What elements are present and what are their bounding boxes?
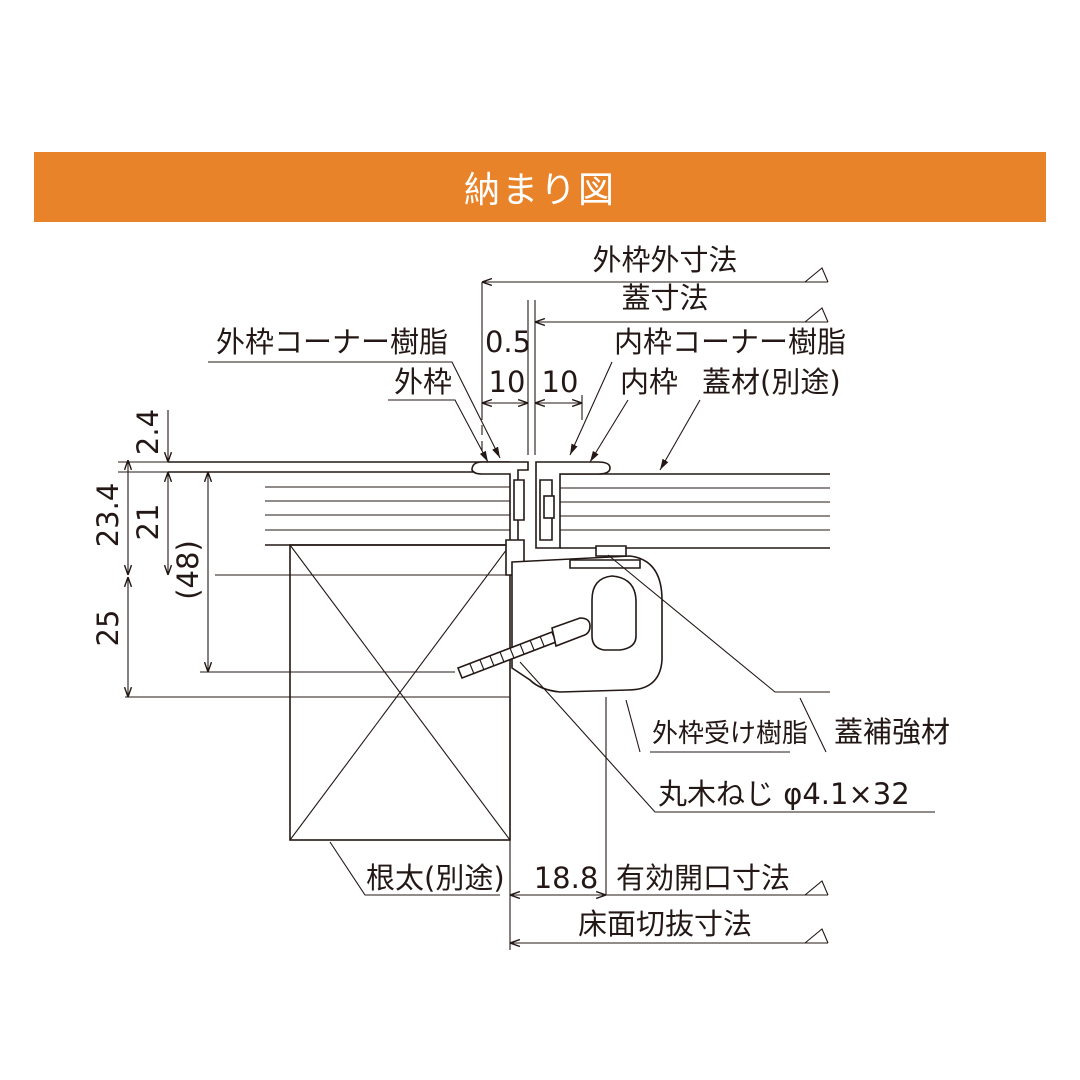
label-effective-opening-size: 有効開口寸法 xyxy=(616,861,790,895)
page-title: 納まり図 xyxy=(463,170,616,211)
dim-gap: 0.5 xyxy=(485,325,531,359)
label-outer-frame-outer-size: 外枠外寸法 xyxy=(592,243,737,277)
dim-receiver-height: 25 xyxy=(91,610,125,647)
header-banner: 納まり図 xyxy=(34,152,1046,222)
label-wood-screw: 丸木ねじ φ4.1×32 xyxy=(658,777,910,811)
dim-opening-offset: 18.8 xyxy=(534,861,599,895)
dim-top-offset: 2.4 xyxy=(131,409,165,455)
label-outer-frame-corner-resin: 外枠コーナー樹脂 xyxy=(216,325,448,359)
label-floor-cutout-size: 床面切抜寸法 xyxy=(578,907,752,941)
dim-lid-thickness: 21 xyxy=(131,504,165,541)
label-inner-frame: 内枠 xyxy=(620,365,678,399)
label-outer-frame-receiver-resin: 外枠受け樹脂 xyxy=(652,719,808,749)
label-lid-size: 蓋寸法 xyxy=(621,281,708,315)
joist xyxy=(289,544,511,841)
label-lid-reinforcement: 蓋補強材 xyxy=(834,715,950,749)
inner-frame xyxy=(535,461,611,549)
dim-outer-frame-width: 10 xyxy=(489,365,526,399)
dim-inner-frame-width: 10 xyxy=(542,365,579,399)
label-outer-frame: 外枠 xyxy=(394,365,452,399)
wood-screw xyxy=(456,617,591,680)
label-lid-material: 蓋材(別途) xyxy=(702,365,841,399)
lid-board-right xyxy=(555,473,830,549)
label-joist: 根太(別途) xyxy=(366,861,505,895)
dim-frame-height: 23.4 xyxy=(91,483,125,548)
dim-total-height: (48) xyxy=(171,540,205,600)
label-inner-frame-corner-resin: 内枠コーナー樹脂 xyxy=(614,325,846,359)
floor-board-left xyxy=(168,461,510,546)
